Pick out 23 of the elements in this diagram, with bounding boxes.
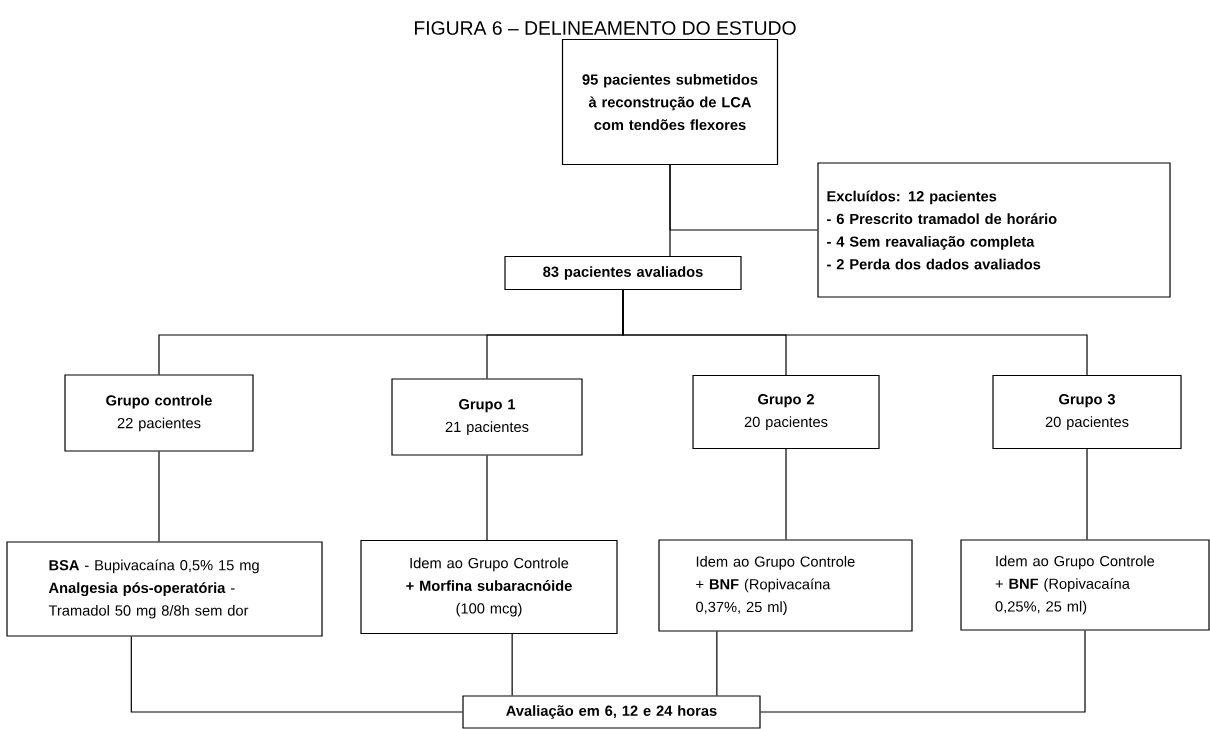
connector-line — [1086, 448, 1088, 540]
connector-line — [785, 448, 787, 540]
connector-line — [486, 455, 488, 541]
group-box: Grupo controle 22 pacientes — [64, 374, 254, 452]
connector-line — [158, 451, 160, 542]
figure-title: FIGURA 6 – DELINEAMENTO DO ESTUDO — [415, 21, 796, 35]
group-box: Grupo 3 20 pacientes — [992, 374, 1182, 450]
connector-line — [511, 633, 513, 696]
process-box: 83 pacientes avaliados — [504, 255, 742, 291]
treatment-box: Idem ao Grupo Controle + Morfina subaracnóide (100 mcg) — [360, 539, 618, 635]
connector-line — [760, 630, 1086, 713]
treatment-box: Idem ao Grupo Controle + BNF (Ropivacaína 0,37%, 25 ml) — [658, 539, 913, 632]
connector-line — [669, 164, 818, 231]
treatment-box: Idem ao Grupo Controle + BNF (Ropivacaína 0,25%, 25 ml) — [960, 539, 1210, 631]
treatment-box: BSA - Bupivacaína 0,5% 15 mg Analgesia pós-operatória - Tramadol 50 mg 8/8h sem dor — [6, 541, 323, 637]
process-box: 95 pacientes submetidos à reconstrução de LCA com tendões flexores — [561, 38, 779, 166]
connector-line — [622, 289, 1088, 376]
exclusion-box: Excluídos: 12 pacientes - 6 Prescrito tramadol de horário - 4 Sem reavaliação completa - 2 Perda dos dados avaliados — [817, 162, 1171, 298]
connector-line — [716, 631, 718, 696]
process-box: Avaliação em 6, 12 e 24 horas — [462, 695, 761, 729]
group-box: Grupo 2 20 pacientes — [692, 374, 880, 450]
group-box: Grupo 1 21 pacientes — [391, 378, 583, 456]
connector-line — [130, 636, 463, 713]
